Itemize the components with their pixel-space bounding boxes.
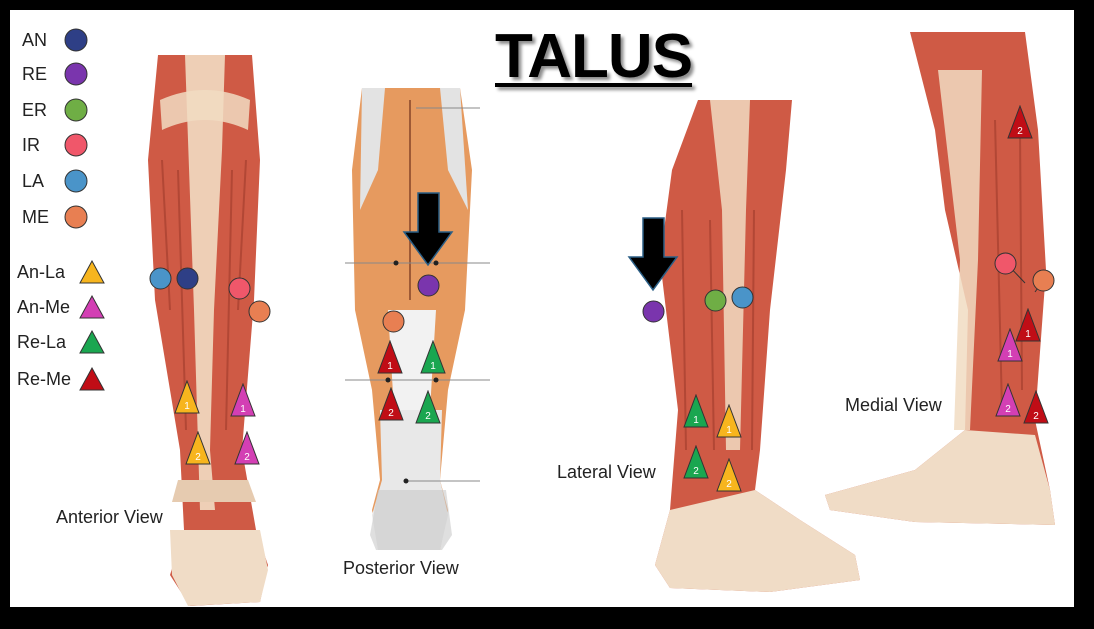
marker-triangle-an-me-2-medial: 2 xyxy=(995,383,1021,417)
legend-triangle-icon xyxy=(79,330,105,354)
legend-label: An-La xyxy=(17,261,66,282)
medial-leg-illustration xyxy=(825,32,1055,525)
legend-item-an-la: An-La xyxy=(17,260,105,284)
lateral-leg-illustration xyxy=(655,100,860,592)
marker-triangle-re-me-1-medial: 1 xyxy=(1015,308,1041,342)
marker-circle-re-lateral xyxy=(642,300,665,323)
legend-circle-icon xyxy=(64,205,88,229)
svg-text:1: 1 xyxy=(387,361,393,372)
legend-label: IR xyxy=(22,134,40,155)
svg-text:2: 2 xyxy=(693,466,699,477)
marker-triangle-an-la-1-lateral: 1 xyxy=(716,404,742,438)
svg-text:2: 2 xyxy=(244,452,250,463)
anterior-leg-illustration xyxy=(148,55,268,606)
svg-text:1: 1 xyxy=(184,401,190,412)
marker-triangle-re-la-2-lateral: 2 xyxy=(683,445,709,479)
legend-triangle-icon xyxy=(79,295,105,319)
legend-circle-icon xyxy=(64,169,88,193)
page-title: TALUS xyxy=(495,22,693,91)
marker-triangle-an-la-2-lateral: 2 xyxy=(716,458,742,492)
legend-label: AN xyxy=(22,29,48,50)
legend-item-re: RE xyxy=(22,62,88,86)
marker-circle-ir-medial xyxy=(994,252,1017,275)
marker-circle-la-anterior xyxy=(149,267,172,290)
svg-text:2: 2 xyxy=(1017,126,1023,137)
posterior-view-label: Posterior View xyxy=(343,558,459,578)
svg-text:2: 2 xyxy=(195,452,201,463)
svg-text:2: 2 xyxy=(388,408,394,419)
legend-label: ME xyxy=(22,206,49,227)
marker-circle-me-medial xyxy=(1032,269,1055,292)
svg-text:1: 1 xyxy=(1025,329,1031,340)
legend-label: RE xyxy=(22,63,48,84)
marker-circle-re-posterior xyxy=(417,274,440,297)
marker-triangle-re-me-2-medial: 2 xyxy=(1007,105,1033,139)
marker-triangle-an-la-2-anterior: 2 xyxy=(185,431,211,465)
legend-triangle-icon xyxy=(79,260,105,284)
svg-text:2: 2 xyxy=(1033,411,1039,422)
marker-circle-me-posterior xyxy=(382,310,405,333)
svg-text:1: 1 xyxy=(726,425,732,436)
legend-circle-icon xyxy=(64,98,88,122)
marker-circle-la-lateral xyxy=(731,286,754,309)
legend-circle-icon xyxy=(64,28,88,52)
legend-item-an-me: An-Me xyxy=(17,295,105,319)
arrow-icon-posterior xyxy=(402,192,454,267)
legend-label: LA xyxy=(22,170,45,191)
svg-text:1: 1 xyxy=(430,361,436,372)
legend-triangle-icon xyxy=(79,367,105,391)
leg-illustrations xyxy=(148,32,1055,606)
anterior-view-label: Anterior View xyxy=(56,507,163,527)
marker-triangle-re-me-2-posterior: 2 xyxy=(378,387,404,421)
svg-text:2: 2 xyxy=(1005,404,1011,415)
legend-item-ir: IR xyxy=(22,133,88,157)
legend-circle-icon xyxy=(64,133,88,157)
legend-item-re-la: Re-La xyxy=(17,330,105,354)
svg-text:1: 1 xyxy=(693,415,699,426)
marker-triangle-re-me-2-medial: 2 xyxy=(1023,390,1049,424)
marker-circle-ir-anterior xyxy=(228,277,251,300)
legend-label: Re-Me xyxy=(17,368,72,389)
svg-text:1: 1 xyxy=(1007,349,1013,360)
marker-circle-me-anterior xyxy=(248,300,271,323)
marker-triangle-re-la-2-posterior: 2 xyxy=(415,390,441,424)
arrow-icon-lateral xyxy=(627,217,679,292)
svg-text:2: 2 xyxy=(726,479,732,490)
marker-triangle-re-la-1-lateral: 1 xyxy=(683,394,709,428)
legend-label: Re-La xyxy=(17,331,67,352)
legend-label: An-Me xyxy=(17,296,71,317)
svg-text:1: 1 xyxy=(240,404,246,415)
marker-triangle-an-la-1-anterior: 1 xyxy=(174,380,200,414)
marker-triangle-re-me-1-posterior: 1 xyxy=(377,340,403,374)
lateral-view-label: Lateral View xyxy=(557,462,656,482)
marker-circle-er-lateral xyxy=(704,289,727,312)
legend-item-er: ER xyxy=(22,98,88,122)
legend-item-la: LA xyxy=(22,169,88,193)
marker-triangle-an-me-2-anterior: 2 xyxy=(234,431,260,465)
marker-triangle-re-la-1-posterior: 1 xyxy=(420,340,446,374)
marker-triangle-an-me-1-anterior: 1 xyxy=(230,383,256,417)
posterior-leg-illustration xyxy=(345,88,490,550)
legend-label: ER xyxy=(22,99,48,120)
svg-text:2: 2 xyxy=(425,411,431,422)
marker-circle-an-anterior xyxy=(176,267,199,290)
legend-item-an: AN xyxy=(22,28,88,52)
marker-triangle-an-me-1-medial: 1 xyxy=(997,328,1023,362)
legend-circle-icon xyxy=(64,62,88,86)
medial-view-label: Medial View xyxy=(845,395,942,415)
legend-item-me: ME xyxy=(22,205,88,229)
legend-item-re-me: Re-Me xyxy=(17,367,105,391)
